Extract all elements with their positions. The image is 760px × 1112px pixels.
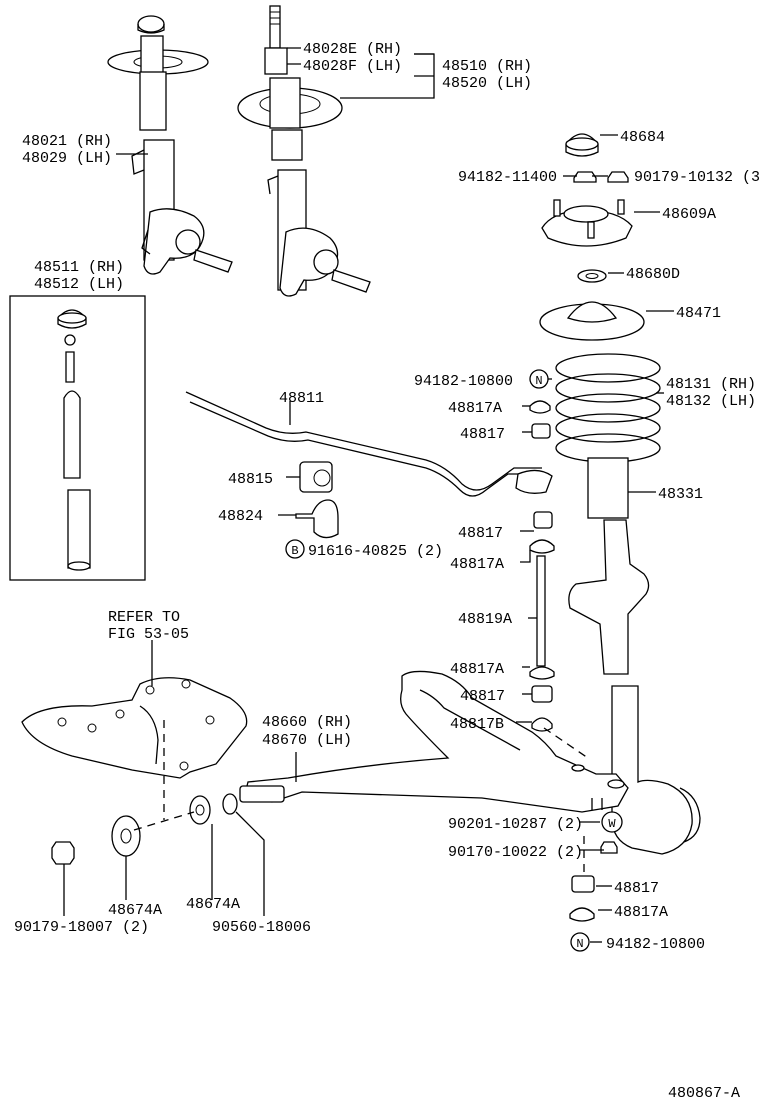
label-90560-18006: 90560-18006 xyxy=(212,919,311,936)
label-48331: 48331 xyxy=(658,486,703,503)
label-48815: 48815 xyxy=(228,471,273,488)
label-48029: 48029 (LH) xyxy=(22,150,112,167)
stabilizer-bar-drawing xyxy=(185,391,553,497)
lower-arm-drawing xyxy=(239,670,629,813)
nuts-drawing xyxy=(573,171,629,183)
marker-b-text: B xyxy=(291,544,298,558)
marker-n-upper: N xyxy=(529,369,549,389)
marker-n-upper-text: N xyxy=(535,374,542,388)
label-48674A-a: 48674A xyxy=(108,902,162,919)
label-48817A-a: 48817A xyxy=(448,400,502,417)
label-48674A-b: 48674A xyxy=(186,896,240,913)
label-48609A: 48609A xyxy=(662,206,716,223)
bracket-48824-drawing xyxy=(295,499,339,539)
label-48680D: 48680D xyxy=(626,266,680,283)
shock-absorber-box xyxy=(9,295,146,581)
marker-w: W xyxy=(601,811,623,833)
top-cap-48684-drawing xyxy=(565,133,599,157)
label-48817-d: 48817 xyxy=(614,880,659,897)
label-48131: 48131 (RH) xyxy=(666,376,756,393)
label-48028F: 48028F (LH) xyxy=(303,58,402,75)
label-48520: 48520 (LH) xyxy=(442,75,532,92)
label-48817-a: 48817 xyxy=(460,426,505,443)
marker-n-lower-text: N xyxy=(576,937,583,951)
label-48670: 48670 (LH) xyxy=(262,732,352,749)
washer-48680d-drawing xyxy=(577,269,607,283)
label-48471: 48471 xyxy=(676,305,721,322)
strut-assembly-a-drawing xyxy=(107,15,233,275)
marker-w-text: W xyxy=(608,817,616,831)
label-90179-18007: 90179-18007 (2) xyxy=(14,919,149,936)
label-94182-10800-lower: 94182-10800 xyxy=(606,936,705,953)
label-48132: 48132 (LH) xyxy=(666,393,756,410)
marker-n-lower: N xyxy=(570,932,590,952)
diagram-code: 480867-A xyxy=(668,1085,740,1102)
label-48021: 48021 (RH) xyxy=(22,133,112,150)
label-48811: 48811 xyxy=(279,390,324,407)
link-parts-drawing xyxy=(529,400,555,732)
label-90201-10287: 90201-10287 (2) xyxy=(448,816,583,833)
label-91616-40825: 91616-40825 (2) xyxy=(308,543,443,560)
part-labels: 48028E (RH) 48028F (LH) 48510 (RH) 48520… xyxy=(14,41,760,1102)
label-48817-b: 48817 xyxy=(458,525,503,542)
support-48609a-drawing xyxy=(541,199,633,247)
marker-b: B xyxy=(285,539,305,559)
strut-assembly-b-drawing xyxy=(237,5,371,297)
label-94182-11400: 94182-11400 xyxy=(458,169,557,186)
label-48819A: 48819A xyxy=(458,611,512,628)
label-48511: 48511 (RH) xyxy=(34,259,124,276)
subframe-drawing xyxy=(21,677,248,779)
label-94182-10800-upper: 94182-10800 xyxy=(414,373,513,390)
lower-parts-drawing xyxy=(569,841,618,922)
label-48510: 48510 (RH) xyxy=(442,58,532,75)
label-48512: 48512 (LH) xyxy=(34,276,124,293)
bushing-48815-drawing xyxy=(299,461,333,493)
label-90170-10022: 90170-10022 (2) xyxy=(448,844,583,861)
label-fig: FIG 53-05 xyxy=(108,626,189,643)
coil-spring-drawing xyxy=(555,353,661,519)
strut-knuckle-drawing xyxy=(568,519,701,855)
spring-seat-48471-drawing xyxy=(539,301,645,341)
label-90179-10132: 90179-10132 (3) xyxy=(634,169,760,186)
label-48684: 48684 xyxy=(620,129,665,146)
label-48817-c: 48817 xyxy=(460,688,505,705)
label-48028E: 48028E (RH) xyxy=(303,41,402,58)
label-48660: 48660 (RH) xyxy=(262,714,352,731)
label-48824: 48824 xyxy=(218,508,263,525)
bushings-48674a-drawing xyxy=(51,793,238,865)
label-48817A-d: 48817A xyxy=(614,904,668,921)
label-48817B: 48817B xyxy=(450,716,504,733)
label-refer-to: REFER TO xyxy=(108,609,180,626)
label-48817A-b: 48817A xyxy=(450,556,504,573)
label-48817A-c: 48817A xyxy=(450,661,504,678)
leader-lines xyxy=(63,47,674,943)
